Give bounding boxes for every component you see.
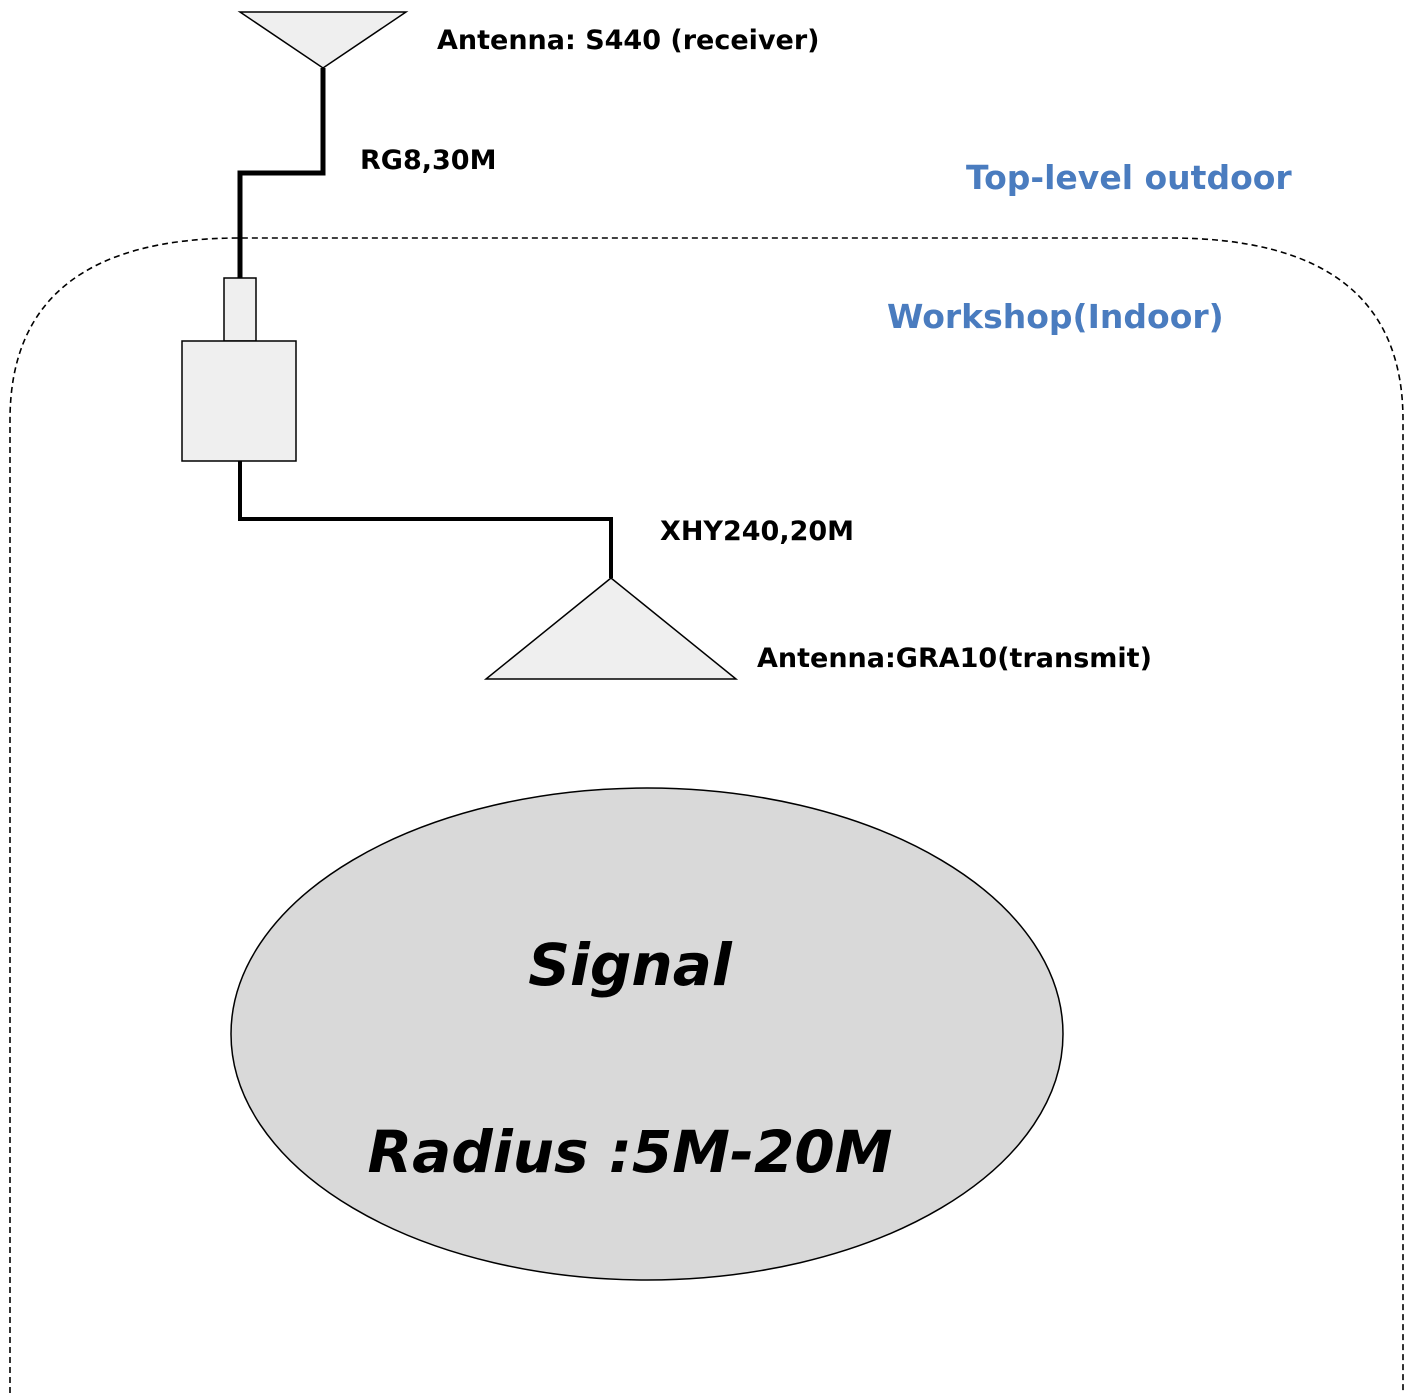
repeater-box-icon xyxy=(181,340,297,462)
outdoor-zone-label: Top-level outdoor xyxy=(966,158,1292,197)
indoor-cable-label: XHY240,20M xyxy=(660,516,854,547)
antenna-transmit-icon xyxy=(483,577,739,680)
booster-connector xyxy=(223,277,257,342)
coverage-radius: Radius :5M-20M xyxy=(368,1118,893,1186)
indoor-cable xyxy=(238,461,613,578)
antenna-receiver-icon xyxy=(237,11,409,69)
transmit-antenna-label: Antenna:GRA10(transmit) xyxy=(757,643,1152,674)
coverage-title: Signal xyxy=(528,931,733,999)
outdoor-cable xyxy=(237,68,326,278)
indoor-zone-boundary xyxy=(9,237,1404,1393)
coverage-ellipse xyxy=(230,787,1064,1281)
indoor-zone-label: Workshop(Indoor) xyxy=(887,297,1224,336)
outdoor-cable-label: RG8,30M xyxy=(360,145,496,176)
receiver-antenna-label: Antenna: S440 (receiver) xyxy=(437,25,820,56)
